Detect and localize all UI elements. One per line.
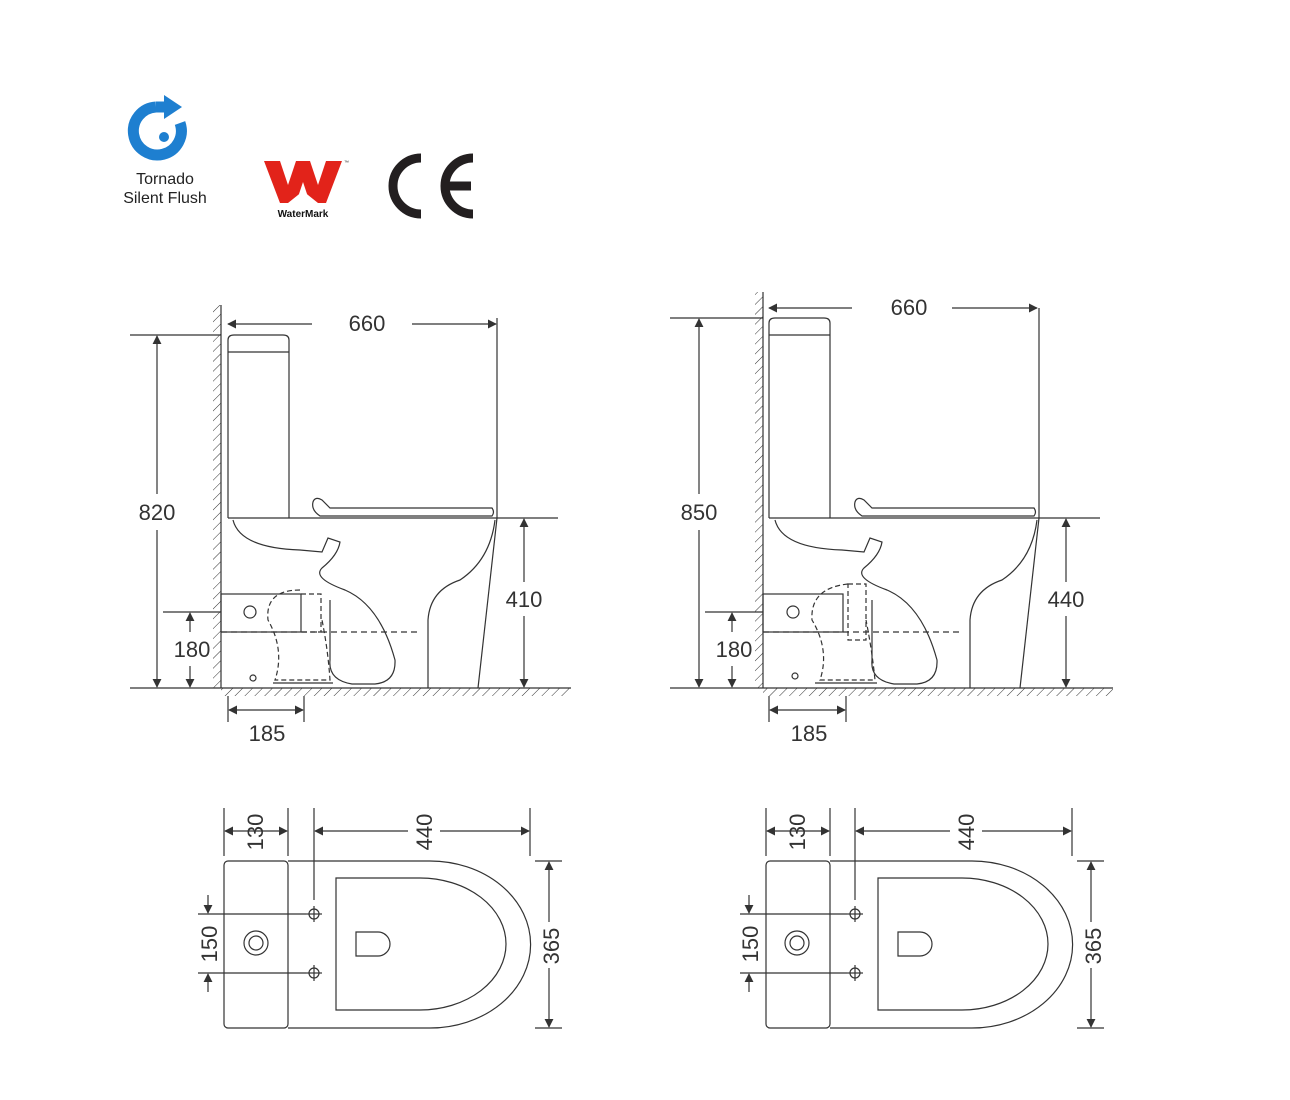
ce-mark-graphic	[388, 153, 474, 219]
tornado-silent-flush-logo: Tornado Silent Flush	[110, 95, 220, 225]
dim-fixing-spacing-right: 150	[738, 926, 763, 963]
bowl-plan-inner	[335, 877, 507, 1011]
dim-seat-height-right: 440	[1048, 587, 1085, 612]
pedestal-back	[477, 517, 498, 689]
fixing-point	[847, 965, 863, 981]
wall-hatch	[755, 292, 763, 688]
dim-overall-height-right: 850	[681, 500, 718, 525]
watermark-text: WaterMark	[278, 209, 329, 220]
pedestal-back	[1019, 517, 1040, 689]
ce-mark-logo	[383, 150, 483, 225]
dim-seat-height-left: 410	[506, 587, 543, 612]
dim-bowl-length-left: 440	[412, 814, 437, 851]
s-trap-connector	[267, 589, 331, 681]
wall-hatch	[213, 305, 221, 688]
seat-lid	[854, 497, 1037, 517]
bowl-plan-outer	[288, 860, 532, 1029]
dim-width-right: 365	[1081, 928, 1106, 965]
dim-outlet-height-left: 180	[174, 637, 211, 662]
flush-button	[784, 930, 810, 956]
dim-overall-height-left: 820	[139, 500, 176, 525]
dim-cistern-depth-left: 130	[243, 814, 268, 851]
bowl-outlet-plan	[355, 931, 391, 957]
fixing-point	[847, 906, 863, 922]
bowl-front	[427, 519, 496, 688]
floor-hatch	[221, 688, 571, 696]
elevation-view-left	[130, 305, 571, 722]
dim-cistern-depth-right: 130	[785, 814, 810, 851]
bowl-trap	[774, 519, 938, 685]
dim-fixing-spacing-left: 150	[197, 926, 222, 963]
dim-overall-length-right: 660	[891, 295, 928, 320]
outlet-pipe	[762, 593, 844, 633]
bowl-plan-inner	[877, 877, 1049, 1011]
plan-view-right	[740, 808, 1104, 1029]
dim-bowl-length-right: 440	[954, 814, 979, 851]
cistern-outline	[768, 317, 831, 518]
cistern-plan	[765, 860, 831, 1029]
fixing-point	[306, 965, 322, 981]
cistern-plan	[223, 860, 289, 1029]
bowl-plan-outer	[830, 860, 1074, 1029]
bowl-outlet-plan	[897, 931, 933, 957]
dim-outlet-height-right: 180	[716, 637, 753, 662]
tornado-swirl-icon	[127, 95, 187, 161]
floor-hatch	[763, 688, 1113, 696]
tornado-label-line2: Silent Flush	[123, 190, 207, 207]
cistern-outline	[227, 334, 290, 518]
watermark-logo: ™ WaterMark	[258, 155, 358, 225]
watermark-tm: ™	[344, 160, 349, 166]
s-trap-connector	[811, 583, 876, 681]
bowl-trap	[232, 519, 396, 685]
dim-width-left: 365	[539, 928, 564, 965]
dim-overall-length-left: 660	[349, 311, 386, 336]
dim-setout-left: 185	[249, 721, 286, 746]
elevation-view-right	[670, 292, 1113, 722]
tornado-label-line1: Tornado	[136, 171, 194, 188]
fixing-point	[306, 906, 322, 922]
bowl-front	[969, 519, 1038, 688]
flush-button	[243, 930, 269, 956]
outlet-pipe	[220, 593, 302, 633]
plan-view-left	[198, 808, 562, 1029]
seat-lid	[312, 497, 495, 517]
dim-setout-right: 185	[791, 721, 828, 746]
